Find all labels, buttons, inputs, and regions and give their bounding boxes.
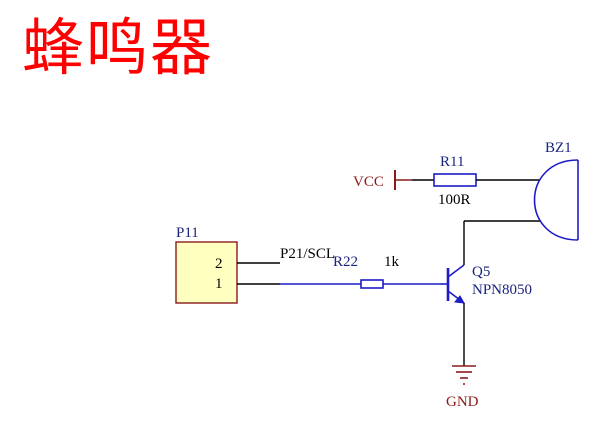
connector-body	[175, 241, 238, 304]
connector-pin-1: 1	[215, 276, 223, 292]
buzzer-body	[533, 159, 579, 241]
net-label-p21-scl: P21/SCL	[280, 246, 335, 262]
gnd-label: GND	[446, 394, 479, 410]
r11-resistor	[433, 173, 477, 187]
q5-part-number: NPN8050	[472, 282, 532, 298]
r22-designator: R22	[333, 254, 358, 270]
q5-designator: Q5	[472, 264, 490, 280]
page-title: 蜂鸣器	[22, 11, 215, 84]
q5-transistor	[440, 264, 465, 304]
r11-designator: R11	[440, 154, 464, 170]
vcc-label: VCC	[353, 174, 384, 190]
r22-resistor	[360, 279, 384, 289]
r22-value: 1k	[384, 254, 400, 270]
bz1-designator: BZ1	[545, 140, 572, 156]
gnd-symbol	[452, 365, 476, 385]
r11-value: 100R	[438, 192, 471, 208]
connector-designator: P11	[176, 225, 199, 241]
connector-pin-2: 2	[215, 256, 223, 272]
